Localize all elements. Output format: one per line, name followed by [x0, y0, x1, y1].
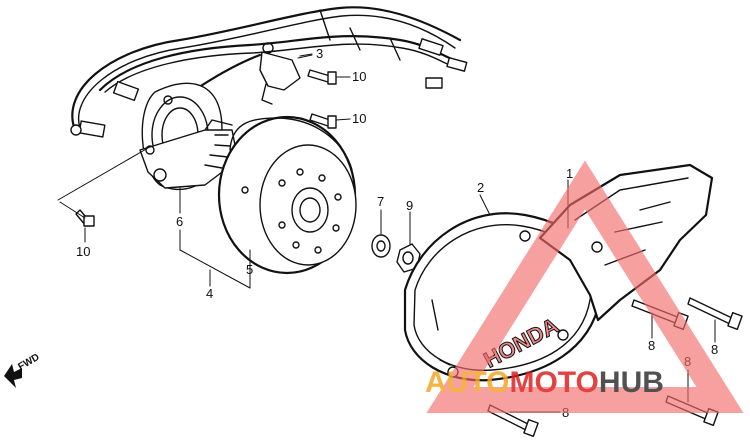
label-part-5: 5 — [246, 262, 253, 277]
watermark-text-hub: HUB — [599, 366, 664, 399]
label-part-10-top: 10 — [352, 69, 366, 84]
bolt-8-right — [687, 297, 743, 330]
bolt-10-top — [307, 69, 337, 85]
label-part-10-middle: 10 — [352, 111, 366, 126]
stator-base-plate — [139, 82, 239, 191]
watermark: AUTOMOTOHUB — [425, 160, 744, 413]
washer-7 — [371, 234, 391, 258]
label-part-4: 4 — [206, 286, 213, 301]
label-part-7: 7 — [377, 194, 384, 209]
watermark-triangle-icon — [426, 160, 744, 413]
label-part-9: 9 — [406, 198, 413, 213]
label-part-8-right: 8 — [711, 342, 718, 357]
label-part-8-mid: 8 — [648, 338, 655, 353]
pulse-generator — [259, 42, 313, 105]
svg-text:AUTOMOTOHUB: AUTOMOTOHUB — [425, 366, 664, 399]
label-part-3: 3 — [316, 46, 323, 61]
bolt-10-middle — [309, 113, 337, 129]
part-labels: 1 2 3 4 5 6 7 9 8 8 8 8 10 10 10 — [76, 46, 718, 420]
label-part-10-left: 10 — [76, 244, 90, 259]
watermark-text-moto: MOTO — [509, 366, 598, 399]
fwd-arrow-icon — [4, 364, 22, 388]
fwd-label: FWD — [16, 352, 41, 373]
fwd-direction-indicator: FWD — [4, 352, 42, 388]
watermark-text-auto: AUTO — [425, 366, 509, 399]
label-part-2: 2 — [477, 180, 484, 195]
label-part-6: 6 — [176, 214, 183, 229]
label-part-1: 1 — [566, 166, 573, 181]
flywheel-rotor — [217, 115, 357, 275]
